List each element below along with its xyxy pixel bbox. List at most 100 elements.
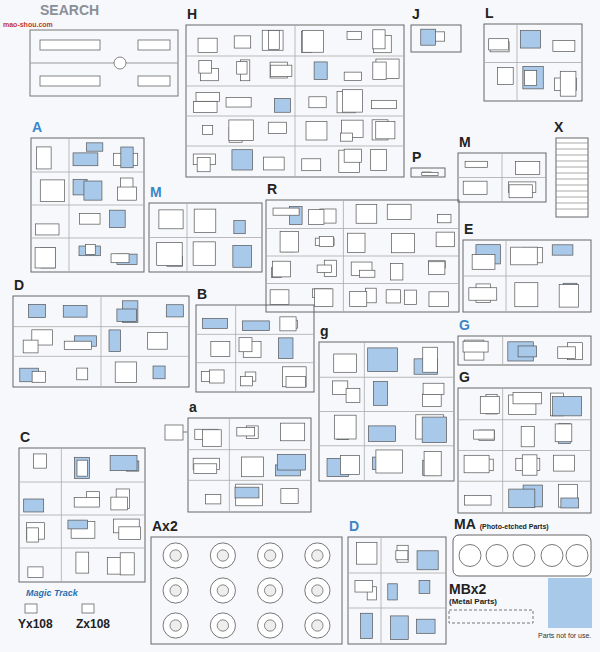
- sprue-part: [521, 426, 534, 446]
- sprue-panel: H: [185, 5, 405, 178]
- sprue-letter: M: [457, 134, 473, 150]
- runner: [459, 419, 590, 420]
- track-link: [556, 149, 588, 150]
- sprue-part: [368, 348, 398, 372]
- runner: [20, 482, 144, 483]
- sprue-part: [480, 396, 499, 413]
- road-wheel: [217, 550, 228, 561]
- sprue-part: [558, 347, 576, 359]
- sprue-letter: G: [457, 369, 472, 385]
- sprue-part: [472, 255, 495, 270]
- sprue-part: [197, 157, 210, 171]
- sprue-panel: MA(Photo-etched Parts): [452, 515, 592, 577]
- road-wheel: [258, 543, 283, 568]
- sprue-frame: [319, 342, 454, 481]
- sprue-part: [239, 338, 252, 352]
- sprue-letter: g: [318, 323, 331, 339]
- sprue-part: [40, 180, 64, 202]
- sprue-part: [203, 126, 213, 135]
- sprue-part: [268, 122, 286, 133]
- sprue-part: [347, 233, 365, 252]
- sprue-panel: A: [30, 118, 145, 273]
- runner: [229, 419, 230, 511]
- sprue-part: [109, 330, 121, 352]
- runner: [320, 411, 453, 412]
- sprue-panel: g: [318, 322, 455, 482]
- sprue-drawing: [148, 202, 263, 273]
- sprue-part: [361, 613, 373, 638]
- sprue-part: [202, 430, 221, 447]
- sprue-part: [422, 394, 441, 406]
- sprue-part: [237, 61, 247, 74]
- sprue-part: [392, 233, 415, 252]
- watermark: mao-shou.com: [3, 21, 53, 29]
- sprue-part: [429, 292, 449, 307]
- sprue-part: [211, 341, 230, 356]
- sprue-drawing: [195, 304, 315, 393]
- sprue-part: [314, 62, 327, 80]
- sprue-part: [347, 31, 361, 39]
- sprue-part: [465, 161, 487, 167]
- sprue-part: [193, 242, 215, 265]
- track-link-symbol: [82, 604, 94, 613]
- sprue-panel: J: [410, 5, 462, 53]
- runner: [183, 432, 187, 433]
- sprue-part: [273, 208, 299, 215]
- sprue-frame: [188, 418, 311, 512]
- runner: [69, 139, 70, 271]
- sprue-part: [388, 584, 397, 600]
- sprue-part: [236, 484, 263, 506]
- sprue-letter: P: [410, 149, 423, 165]
- sprue-part: [36, 147, 51, 169]
- fret-outline: [453, 535, 591, 576]
- sprue-heading: E: [462, 220, 592, 238]
- sprue-letter: MA: [452, 516, 478, 532]
- sprue-part: [463, 341, 488, 352]
- sprue-part: [360, 270, 375, 277]
- runner: [502, 154, 503, 201]
- sprue-part: [366, 288, 377, 303]
- sprue-panel: Ax2: [150, 517, 343, 645]
- runner: [267, 228, 458, 229]
- sprue-part: [371, 100, 396, 108]
- part-count: Yx108: [18, 618, 53, 631]
- sprue-part: [464, 496, 491, 506]
- track-link: [556, 185, 588, 186]
- sprue-part: [555, 424, 572, 442]
- sprue-part: [464, 455, 489, 472]
- sprue-heading: J: [410, 5, 462, 23]
- sprue-part: [277, 454, 305, 470]
- road-wheel: [264, 585, 275, 596]
- sprue-frame: [458, 153, 546, 202]
- runner: [61, 449, 62, 581]
- track-link: [556, 173, 588, 174]
- sprue-part: [138, 40, 170, 50]
- sprue-part: [226, 97, 251, 107]
- sprue-part: [554, 455, 575, 471]
- sprue-part: [302, 159, 321, 171]
- etched-part: [486, 545, 508, 567]
- sprue-part: [235, 487, 259, 498]
- sprue-heading: C: [18, 428, 146, 446]
- sprue-part: [40, 76, 100, 86]
- runner: [32, 172, 143, 173]
- sprue-heading: M: [457, 133, 547, 151]
- sprue-drawing: [462, 239, 592, 313]
- sprue-drawing: [150, 536, 343, 645]
- sprue-part: [280, 232, 298, 253]
- sprue-part: [391, 616, 409, 640]
- runner: [32, 205, 143, 206]
- sprue-panel: a: [187, 398, 312, 513]
- sprue-part: [282, 367, 306, 387]
- sprue-part: [24, 499, 44, 512]
- sprue-part: [559, 285, 578, 308]
- runner: [349, 573, 445, 574]
- sprue-part: [396, 551, 408, 560]
- sprue-panel: P: [410, 148, 446, 178]
- sprue-part: [319, 237, 333, 247]
- sprue-heading: G: [457, 316, 592, 334]
- runner: [459, 450, 590, 451]
- sprue-part: [463, 181, 487, 194]
- sprue-part: [233, 245, 252, 267]
- sprue-letter: R: [265, 181, 279, 197]
